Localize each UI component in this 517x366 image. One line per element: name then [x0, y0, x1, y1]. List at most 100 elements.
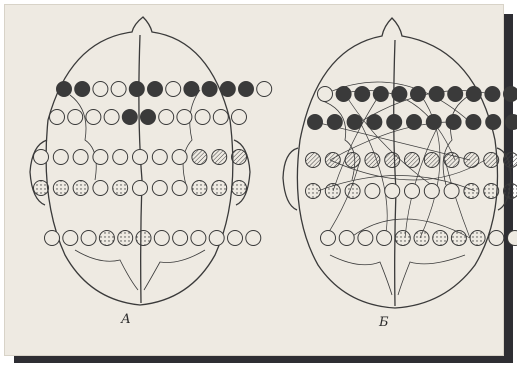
electrode	[154, 231, 169, 246]
electrode	[118, 231, 133, 246]
electrode	[129, 82, 144, 97]
electrode	[414, 231, 429, 246]
electrode	[405, 184, 420, 199]
connection-line	[360, 122, 387, 238]
head-a-sulcus	[70, 95, 96, 180]
electrode	[405, 153, 420, 168]
electrode	[195, 110, 210, 125]
electrode	[172, 150, 187, 165]
electrode	[489, 231, 504, 246]
electrode	[45, 231, 60, 246]
connection-line	[333, 94, 380, 191]
electrode	[141, 110, 156, 125]
panel-a-label: А	[121, 312, 131, 327]
electrode	[122, 110, 137, 125]
electrode	[191, 231, 206, 246]
electrode	[68, 110, 83, 125]
electrode	[177, 110, 192, 125]
electrode	[57, 82, 72, 97]
electrode	[212, 150, 227, 165]
electrode	[451, 231, 466, 246]
electrode	[470, 231, 485, 246]
connection-line	[445, 160, 470, 238]
electrode	[184, 82, 199, 97]
electrode	[345, 184, 360, 199]
electrode	[209, 231, 224, 246]
electrode	[325, 184, 340, 199]
electrode	[395, 231, 410, 246]
head-b-ear-left	[283, 148, 298, 210]
electrode	[136, 231, 151, 246]
electrode	[424, 153, 439, 168]
electrode	[213, 110, 228, 125]
electrode	[148, 82, 163, 97]
electrode	[485, 87, 500, 102]
electrode	[466, 87, 481, 102]
electrode	[152, 181, 167, 196]
electrode	[166, 82, 181, 97]
electrode	[111, 82, 126, 97]
electrode	[75, 82, 90, 97]
connection-line	[345, 94, 440, 191]
electrode	[232, 110, 247, 125]
electrode	[385, 184, 400, 199]
electrode	[63, 231, 78, 246]
electrode	[81, 231, 96, 246]
electrode	[446, 115, 461, 130]
electrode	[212, 181, 227, 196]
electrode	[308, 115, 323, 130]
electrode	[50, 110, 65, 125]
electrode	[486, 115, 501, 130]
electrode	[53, 181, 68, 196]
electrode	[34, 150, 49, 165]
electrode	[73, 150, 88, 165]
electrode	[392, 87, 407, 102]
electrode	[232, 181, 247, 196]
head-b-sulcus	[330, 255, 392, 295]
electrode	[93, 82, 108, 97]
electrode	[373, 87, 388, 102]
electrode	[355, 87, 370, 102]
electrode	[246, 231, 261, 246]
electrode	[257, 82, 272, 97]
electrode	[159, 110, 174, 125]
electrode	[93, 150, 108, 165]
head-b-sulcus	[443, 95, 470, 185]
electrode	[358, 231, 373, 246]
electrode	[172, 181, 187, 196]
electrode	[464, 153, 479, 168]
electrode	[504, 153, 517, 168]
electrode	[192, 150, 207, 165]
electrode	[53, 150, 68, 165]
electrode	[444, 153, 459, 168]
electrode	[202, 82, 217, 97]
electrode	[407, 115, 422, 130]
electrode	[306, 153, 321, 168]
head-b-midline	[394, 40, 396, 306]
electrode	[365, 184, 380, 199]
electrode	[424, 184, 439, 199]
electrode	[367, 115, 382, 130]
electrode	[239, 82, 254, 97]
electrode	[220, 82, 235, 97]
electrode	[426, 115, 441, 130]
head-a-midline	[139, 35, 142, 303]
electrode	[173, 231, 188, 246]
electrode	[113, 150, 128, 165]
electrode	[508, 231, 517, 246]
panel-b-label: Б	[379, 315, 389, 330]
electrode	[484, 153, 499, 168]
electrode	[484, 184, 499, 199]
electrode	[365, 153, 380, 168]
electrode	[506, 115, 517, 130]
electrode	[93, 181, 108, 196]
head-a-sulcus	[75, 250, 138, 290]
electrode	[86, 110, 101, 125]
electrode	[444, 184, 459, 199]
electrode	[464, 184, 479, 199]
electrode	[377, 231, 392, 246]
electrode	[336, 87, 351, 102]
electrode	[104, 110, 119, 125]
electrode	[347, 115, 362, 130]
